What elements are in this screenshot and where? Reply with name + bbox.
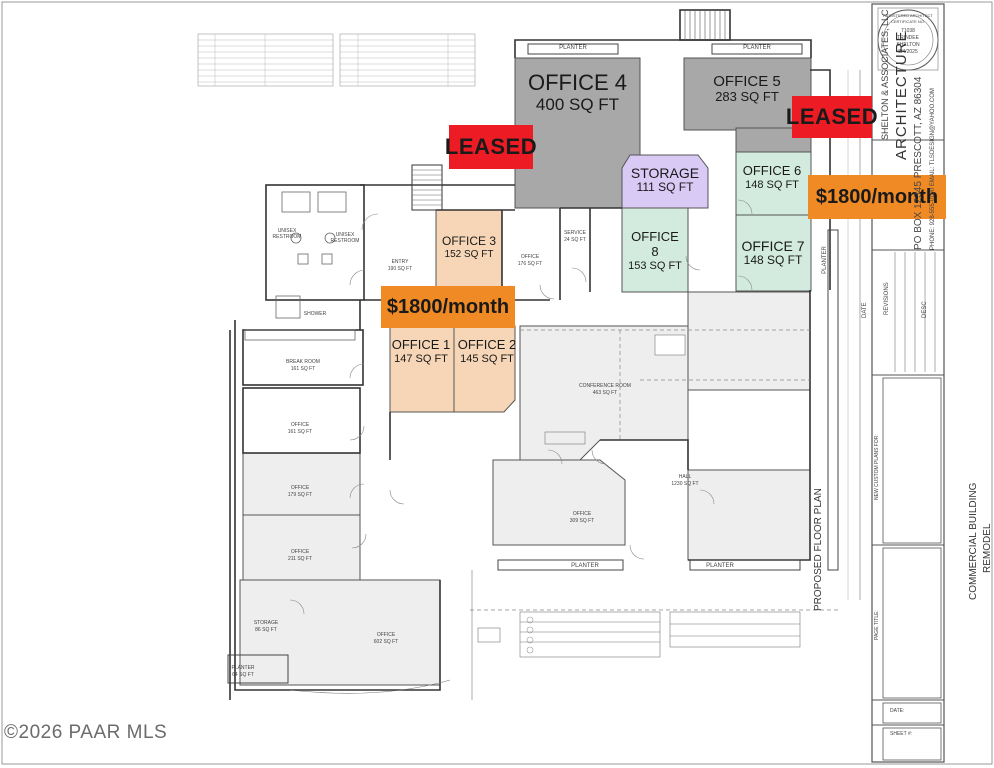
label-hall-size: 1230 SQ FT — [671, 481, 699, 487]
copyright-watermark: ©2026 PAAR MLS — [4, 722, 168, 743]
room-storage: STORAGE 111 SQ FT — [622, 165, 708, 195]
leased-badge-office-5: LEASED — [786, 96, 878, 138]
room-size: 400 SQ FT — [535, 95, 620, 115]
room-name: OFFICE 1 — [391, 337, 451, 352]
seal-text-4: TRINDEE — [897, 35, 919, 41]
room-number: 8 — [651, 243, 659, 259]
room-name: OFFICE 7 — [741, 238, 805, 254]
label-break-room-size: 161 SQ FT — [290, 366, 316, 372]
label-office-b: OFFICE — [290, 485, 310, 491]
label-office-d: OFFICE — [572, 511, 592, 517]
label-office-e: OFFICE — [376, 632, 396, 638]
label-planter-top-left: PLANTER — [559, 45, 587, 51]
seal-text-1: REGISTERED ARCHITECT — [883, 13, 933, 18]
label-office-e-size: 602 SQ FT — [373, 639, 399, 645]
revisions-label: REVISIONS — [884, 282, 890, 315]
project-title-line-2: REMODEL — [982, 523, 993, 573]
label-office-c-size: 211 SQ FT — [287, 556, 313, 562]
label-planter-top-right: PLANTER — [743, 45, 771, 51]
room-name: OFFICE 2 — [457, 337, 517, 352]
label-service-size: 24 SQ FT — [564, 237, 586, 243]
label-hall: HALL — [678, 474, 692, 480]
room-office-4: OFFICE 4 400 SQ FT — [515, 70, 640, 115]
room-size: 283 SQ FT — [715, 89, 779, 105]
new-plans-label: NEW CUSTOM PLANS FOR: — [874, 434, 880, 500]
leased-badge-office-4: LEASED — [445, 125, 537, 169]
label-office-mid: OFFICE — [520, 254, 540, 260]
sheet-label: SHEET #: — [890, 731, 913, 737]
room-name: OFFICE 5 — [713, 73, 781, 90]
label-planter-bottom-left-size: 64 SQ FT — [232, 672, 254, 678]
label-conference: CONFERENCE ROOM — [579, 383, 631, 389]
desc-column: DESC — [922, 301, 928, 318]
room-name: OFFICE 6 — [742, 163, 802, 178]
room-office-3: OFFICE 3 152 SQ FT — [436, 234, 502, 260]
firm-address: PO BOX 12345 PRESCOTT, AZ 86304 — [913, 76, 924, 250]
room-size: 153 SQ FT — [628, 259, 682, 272]
label-office-c: OFFICE — [290, 549, 310, 555]
label-storage-small-size: 86 SQ FT — [255, 627, 277, 633]
room-size: 148 SQ FT — [745, 178, 799, 191]
room-office-7: OFFICE 7 148 SQ FT — [734, 238, 812, 268]
label-planter-bottom-left: PLANTER — [231, 665, 255, 671]
room-size: 145 SQ FT — [460, 352, 514, 365]
label-restroom-2: UNISEX RESTROOM — [330, 232, 360, 244]
label-office-b-size: 179 SQ FT — [287, 492, 313, 498]
date-label: DATE: — [890, 708, 905, 714]
label-office-a-size: 161 SQ FT — [287, 429, 313, 435]
room-size: 111 SQ FT — [636, 180, 694, 195]
room-office-1: OFFICE 1 147 SQ FT — [388, 337, 454, 366]
label-office-a: OFFICE — [290, 422, 310, 428]
room-office-8: OFFICE 8 153 SQ FT — [622, 229, 688, 273]
room-size: 152 SQ FT — [444, 248, 494, 260]
label-entry: ENTRY — [391, 259, 409, 265]
room-office-2: OFFICE 2 145 SQ FT — [454, 337, 520, 366]
seal-text-2: CERTIFICATE NO. — [890, 19, 926, 24]
page-title: PROPOSED FLOOR PLAN — [813, 488, 824, 611]
room-office-6: OFFICE 6 148 SQ FT — [736, 163, 808, 192]
room-size: 148 SQ FT — [743, 253, 803, 268]
seal-text-6: 8/4/2025 — [898, 49, 918, 55]
room-size: 147 SQ FT — [394, 352, 448, 365]
room-office-5: OFFICE 5 283 SQ FT — [694, 73, 800, 105]
seal-text-5: SHELTON — [896, 42, 920, 48]
label-conference-size: 463 SQ FT — [592, 390, 618, 396]
date-column: DATE — [862, 302, 868, 318]
firm-contact: PHONE: 928-555-0100 EMAIL: TLSDESIGN@YAH… — [930, 88, 936, 250]
room-name: STORAGE — [630, 165, 700, 181]
seal-text-3: 71038 — [901, 28, 915, 34]
label-entry-size: 190 SQ FT — [387, 266, 413, 272]
label-planter-bottom-1: PLANTER — [571, 563, 599, 569]
label-storage-small: STORAGE — [253, 620, 279, 626]
label-office-mid-size: 176 SQ FT — [517, 261, 543, 267]
label-planter-bottom-2: PLANTER — [706, 563, 734, 569]
label-office-d-size: 309 SQ FT — [569, 518, 595, 524]
label-planter-side: PLANTER — [822, 246, 828, 274]
room-name: OFFICE 4 — [527, 70, 627, 95]
label-shower: SHOWER — [303, 311, 327, 317]
label-restroom-1: UNISEX RESTROOM — [272, 228, 302, 240]
room-name: OFFICE — [631, 229, 679, 244]
project-title-line-1: COMMERCIAL BUILDING — [968, 482, 979, 600]
page-title-label: PAGE TITLE: — [874, 610, 880, 640]
room-name: OFFICE 3 — [441, 234, 496, 248]
label-break-room: BREAK ROOM — [286, 359, 320, 365]
label-service: SERVICE — [564, 230, 586, 236]
price-badge-office-1-2: $1800/month — [381, 286, 515, 328]
price-badge-office-6: $1800/month — [808, 175, 946, 219]
